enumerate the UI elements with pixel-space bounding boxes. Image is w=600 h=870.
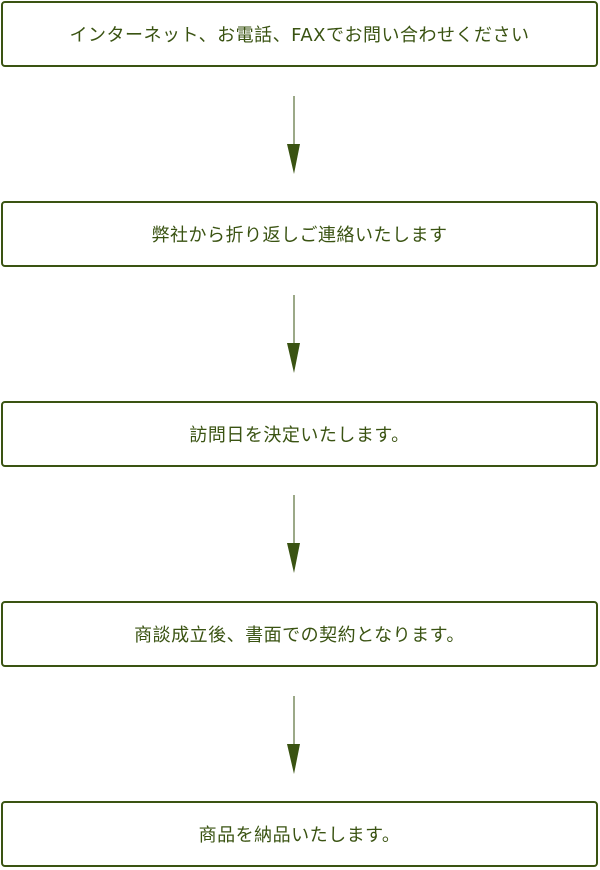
step-label: 商品を納品いたします。: [198, 825, 401, 846]
step-label: 訪問日を決定いたします。: [189, 425, 410, 446]
step-box-delivery: 商品を納品いたします。: [1, 801, 598, 867]
step-box-inquiry: インターネット、お電話、FAXでお問い合わせください: [1, 1, 598, 67]
down-arrow-icon: [287, 96, 301, 174]
step-label: 商談成立後、書面での契約となります。: [134, 625, 465, 646]
step-box-callback: 弊社から折り返しご連絡いたします: [1, 201, 598, 267]
step-label: インターネット、お電話、FAXでお問い合わせください: [69, 25, 530, 46]
step-box-contract: 商談成立後、書面での契約となります。: [1, 601, 598, 667]
step-box-visit-date: 訪問日を決定いたします。: [1, 401, 598, 467]
down-arrow-icon: [287, 295, 301, 373]
down-arrow-icon: [287, 495, 301, 573]
down-arrow-icon: [287, 696, 301, 774]
step-label: 弊社から折り返しご連絡いたします: [151, 225, 448, 246]
